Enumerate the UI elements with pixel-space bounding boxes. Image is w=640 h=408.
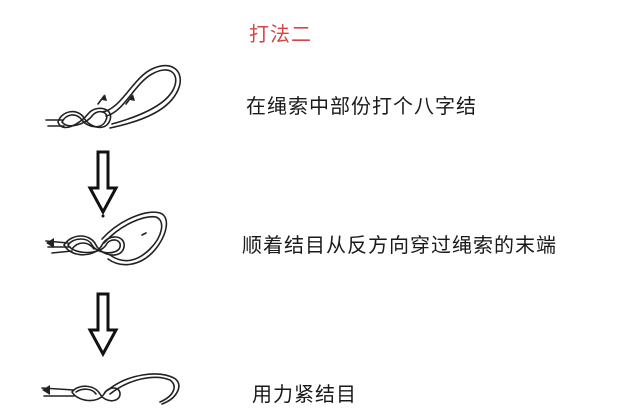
down-arrow-icon (87, 292, 119, 358)
figure-eight-knot-loose-icon (45, 64, 182, 129)
down-arrow-icon (87, 150, 119, 218)
step-2-text: 顺着结目从反方向穿过绳索的末端 (242, 233, 557, 257)
figure-eight-knot-tightened-icon (41, 373, 180, 405)
page-title: 打法二 (249, 22, 312, 46)
figure-eight-knot-retraced-icon (45, 211, 168, 266)
step-1-text: 在绳索中部份打个八字结 (246, 94, 477, 118)
step-3-text: 用力紧结目 (252, 382, 357, 406)
